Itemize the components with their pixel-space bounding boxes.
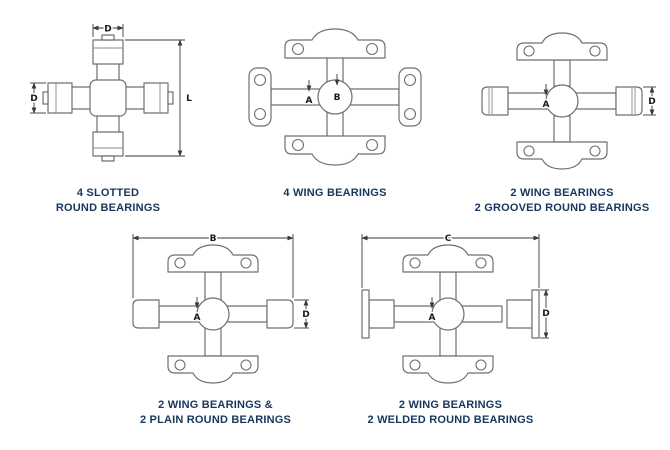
dim-label-d-left: D xyxy=(30,94,37,104)
caption-line: 4 WING BEARINGS xyxy=(283,187,387,199)
caption-line: 2 GROOVED ROUND BEARINGS xyxy=(474,201,650,214)
wing-bearing-bottom xyxy=(516,141,608,170)
diagram-2-wing-2-grooved-round: A D 2 WING BEARINGS 2 GROOVED ROUND BEAR… xyxy=(462,26,662,216)
dim-label-a: A xyxy=(306,96,313,106)
dimensions: C A D xyxy=(361,233,551,339)
caption: 2 WING BEARINGS 2 WELDED ROUND BEARINGS xyxy=(368,398,534,428)
slotted-bearing-bottom xyxy=(92,131,124,162)
plain-round-bearing-right xyxy=(266,299,294,329)
wing-bearing-top xyxy=(167,244,259,273)
dim-label-d: D xyxy=(542,309,549,319)
caption-line: 2 PLAIN ROUND BEARINGS xyxy=(139,413,292,426)
slotted-bearing-top xyxy=(92,34,124,65)
dim-label-a: A xyxy=(194,313,201,323)
caption-line: 2 WELDED ROUND BEARINGS xyxy=(367,413,534,426)
dim-label-a: A xyxy=(543,100,550,110)
slotted-bearing-left xyxy=(42,82,73,114)
dim-label-c: C xyxy=(445,234,452,244)
caption: 4 SLOTTED ROUND BEARINGS xyxy=(56,186,160,216)
dimensions: A B xyxy=(304,74,342,108)
diagram-4-slotted-round-bearings: D D L 4 SLOTTED ROUND BEARINGS xyxy=(18,18,198,216)
caption-line: 2 WING BEARINGS xyxy=(510,187,614,199)
cross-body xyxy=(270,55,400,139)
dim-label-d: D xyxy=(648,97,655,107)
diagram-4-wing-bearings: A B 4 WING BEARINGS xyxy=(235,22,435,201)
dim-label-a: A xyxy=(429,313,436,323)
caption: 2 WING BEARINGS 2 GROOVED ROUND BEARINGS xyxy=(475,186,650,216)
wing-bearing-right xyxy=(398,67,422,127)
ujoint-drawing-2-wing-2-plain: B A D xyxy=(132,233,311,384)
grooved-round-bearing-right xyxy=(615,86,643,116)
dim-label-d-top: D xyxy=(104,25,111,35)
wing-bearing-top xyxy=(284,28,386,59)
cross-body xyxy=(393,271,503,357)
wing-bearing-bottom xyxy=(284,135,386,166)
caption: 4 WING BEARINGS xyxy=(283,186,386,201)
grooved-round-bearing-left xyxy=(481,86,509,116)
dimensions: B A D xyxy=(132,233,311,329)
wing-bearing-left xyxy=(248,67,272,127)
caption: 2 WING BEARINGS & 2 PLAIN ROUND BEARINGS xyxy=(140,398,291,428)
wing-bearing-top xyxy=(402,244,494,273)
diagram-2-wing-2-plain-round: B A D 2 WING BEARINGS & 2 PLAIN ROUND BE… xyxy=(113,226,318,428)
ujoint-drawing-4-slotted: D D L xyxy=(29,23,194,162)
dim-label-b: B xyxy=(334,93,341,103)
diagram-2-wing-2-welded-round: C A D 2 WING BEARINGS 2 WELDED ROUND BEA… xyxy=(348,226,553,428)
caption-line: 2 WING BEARINGS & xyxy=(158,399,273,411)
dim-label-l-right: L xyxy=(186,94,192,104)
plain-round-bearing-left xyxy=(132,299,160,329)
caption-line: 4 SLOTTED xyxy=(76,187,140,199)
dim-label-d: D xyxy=(302,310,309,320)
caption-line: ROUND BEARINGS xyxy=(55,201,161,214)
dimensions: A D xyxy=(541,84,657,116)
dimensions: D D L xyxy=(29,23,194,157)
wing-bearing-bottom xyxy=(402,355,494,384)
welded-round-bearing-left xyxy=(361,289,395,339)
ujoint-drawing-2-wing-2-welded: C A D xyxy=(361,233,551,384)
caption-line: 2 WING BEARINGS xyxy=(398,399,503,411)
wing-bearing-top xyxy=(516,32,608,61)
cross-body xyxy=(62,57,154,139)
slotted-bearing-right xyxy=(143,82,174,114)
cross-body xyxy=(507,59,617,143)
welded-round-bearing-right xyxy=(506,289,540,339)
ujoint-drawing-2-wing-2-grooved: A D xyxy=(481,32,657,170)
cross-body xyxy=(158,271,268,357)
ujoint-drawing-4-wing: A B xyxy=(248,28,422,166)
wing-bearing-bottom xyxy=(167,355,259,384)
dim-label-b: B xyxy=(210,234,217,244)
